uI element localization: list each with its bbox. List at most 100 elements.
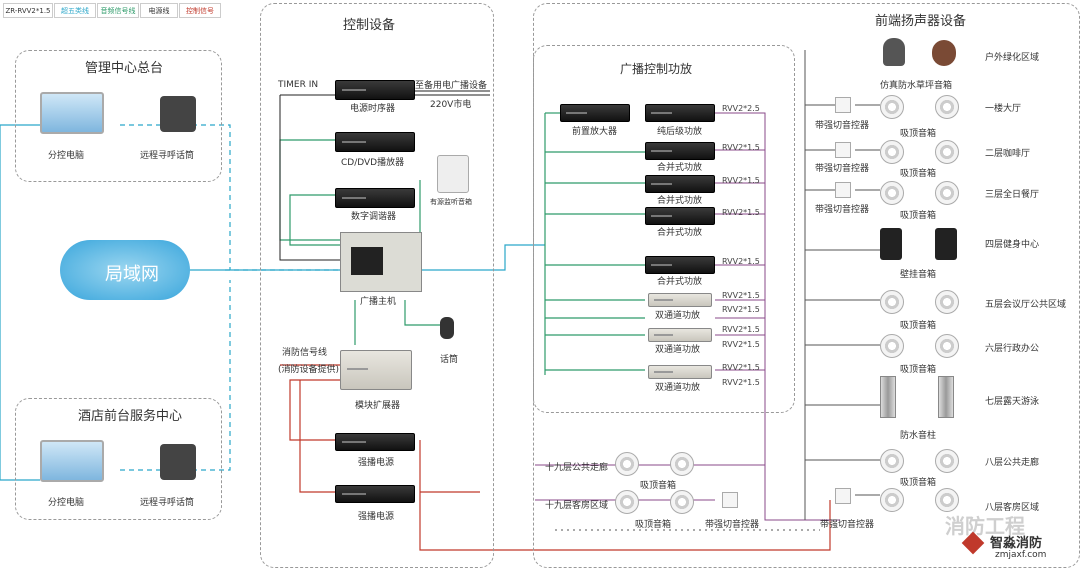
switch-label: 带强切音控器 <box>815 121 870 131</box>
legend-control: 控制信号 <box>179 3 221 18</box>
zone-label: 八层公共走廊 <box>985 458 1040 468</box>
switch-label: 带强切音控器 <box>820 520 875 530</box>
ceiling-label: 吸顶音箱 <box>900 365 937 375</box>
ceiling-speaker-icon <box>880 290 904 314</box>
cable-label: RVV2*1.5 <box>722 257 760 266</box>
cable-label: RVV2*1.5 <box>722 378 760 387</box>
legend-power: 电源线 <box>140 3 178 18</box>
brand-name: 智淼消防 <box>990 536 1043 551</box>
amp-label: 合并式功放 <box>657 163 703 173</box>
rock-speaker-icon <box>932 40 956 66</box>
watermark-text: 消防工程 <box>945 514 1025 538</box>
zone-label: 五层会议厅公共区域 <box>985 300 1067 310</box>
zone-label: 三层全日餐厅 <box>985 190 1040 200</box>
power-label: 强播电源 <box>358 458 395 468</box>
laptop-icon <box>40 440 104 482</box>
ceiling-speaker-icon <box>880 181 904 205</box>
preamp-label: 前置放大器 <box>572 127 618 137</box>
legend-audio: 音频信号线 <box>97 3 139 18</box>
column-speaker-icon <box>938 376 954 418</box>
mgmt-panel <box>15 50 222 182</box>
ceiling-speaker-icon <box>935 140 959 164</box>
rock-speaker-label: 仿真防水草坪音箱 <box>880 81 953 91</box>
zone-label: 二层咖啡厅 <box>985 149 1031 159</box>
switch-label: 带强切音控器 <box>705 520 760 530</box>
lawn-speaker-icon <box>883 38 905 66</box>
volume-switch-icon <box>835 182 851 198</box>
amp-device <box>645 207 715 225</box>
pc-label: 分控电脑 <box>48 151 85 161</box>
amp-device <box>645 142 715 160</box>
cable-label: RVV2*1.5 <box>722 143 760 152</box>
volume-switch-icon <box>835 142 851 158</box>
legend-cat5: 超五类线 <box>54 3 96 18</box>
ceiling-speaker-icon <box>615 452 639 476</box>
cable-label: RVV2*2.5 <box>722 104 760 113</box>
preamp-device <box>560 104 630 122</box>
ceiling-label: 吸顶音箱 <box>900 321 937 331</box>
power-label: 强播电源 <box>358 512 395 522</box>
cable-label: RVV2*1.5 <box>722 305 760 314</box>
mic-icon <box>440 317 454 339</box>
laptop-icon <box>40 92 104 134</box>
monitor-label: 有源监听音箱 <box>430 198 472 206</box>
floor19-room-label: 十九层客房区域 <box>545 501 609 511</box>
zone-label: 户外绿化区域 <box>985 53 1040 63</box>
post-amp-label: 纯后级功放 <box>657 127 703 137</box>
ceiling-speaker-icon <box>935 290 959 314</box>
dual-amp-device <box>648 293 712 307</box>
cable-label: RVV2*1.5 <box>722 176 760 185</box>
ceiling-speaker-icon <box>880 140 904 164</box>
tuner-device <box>335 188 415 208</box>
ceiling-speaker-icon <box>670 490 694 514</box>
zone-label: 一楼大厅 <box>985 104 1022 114</box>
zone-label: 七层露天游泳 <box>985 397 1040 407</box>
ceiling-label: 吸顶音箱 <box>900 211 937 221</box>
ceiling-speaker-icon <box>615 490 639 514</box>
cable-label: RVV2*1.5 <box>722 325 760 334</box>
zone-label: 四层健身中心 <box>985 240 1040 250</box>
column-speaker-icon <box>880 376 896 418</box>
monitor-speaker-icon <box>437 155 469 193</box>
wall-speaker-icon <box>935 228 957 260</box>
ceiling-speaker-icon <box>935 95 959 119</box>
frontend-title: 前端扬声器设备 <box>875 14 967 29</box>
expander-device <box>340 350 412 390</box>
dual-amp-device <box>648 328 712 342</box>
ceiling-speaker-icon <box>935 449 959 473</box>
ceiling-speaker-icon <box>935 181 959 205</box>
cable-label: RVV2*1.5 <box>722 363 760 372</box>
cloud-icon <box>60 240 190 300</box>
amp-title: 广播控制功放 <box>620 62 693 76</box>
host-device <box>340 232 422 292</box>
power-device <box>335 433 415 451</box>
cd-device <box>335 132 415 152</box>
amp-label: 合并式功放 <box>657 228 703 238</box>
power-device <box>335 485 415 503</box>
mic-label: 远程寻呼话筒 <box>140 498 195 508</box>
host-label: 广播主机 <box>360 297 397 307</box>
dual-amp-label: 双通道功放 <box>655 345 701 355</box>
post-amp-device <box>645 104 715 122</box>
tuner-label: 数字调谐器 <box>351 212 397 222</box>
ceiling-speaker-icon <box>935 334 959 358</box>
volume-switch-icon <box>722 492 738 508</box>
ceiling-label: 吸顶音箱 <box>900 169 937 179</box>
sequencer-device <box>335 80 415 100</box>
ceiling-speaker-icon <box>880 334 904 358</box>
dual-amp-label: 双通道功放 <box>655 311 701 321</box>
pc-label: 分控电脑 <box>48 498 85 508</box>
dual-amp-label: 双通道功放 <box>655 383 701 393</box>
volume-switch-icon <box>835 488 851 504</box>
column-label: 防水音柱 <box>900 431 937 441</box>
volume-switch-icon <box>835 97 851 113</box>
zone-label: 六层行政办公 <box>985 344 1040 354</box>
switch-label: 带强切音控器 <box>815 164 870 174</box>
amp-label: 合并式功放 <box>657 277 703 287</box>
ceiling-speaker-icon <box>935 488 959 512</box>
mic-label: 远程寻呼话筒 <box>140 151 195 161</box>
paging-mic-icon <box>160 444 196 480</box>
cable-label: RVV2*1.5 <box>722 340 760 349</box>
mic-label: 话筒 <box>440 355 459 365</box>
